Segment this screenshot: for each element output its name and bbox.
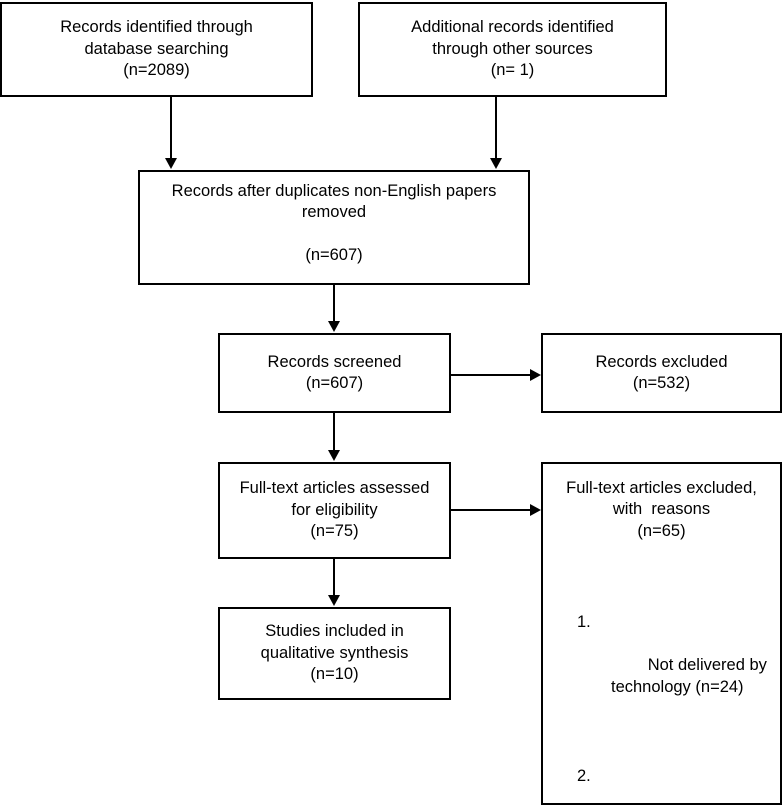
box-studies-included-qualitative-synthesis: Studies included in qualitative synthesi… — [218, 607, 451, 700]
connector-screened-to-fulltext — [333, 413, 335, 451]
box-line: through other sources — [432, 39, 593, 58]
box-line: Full-text articles assessed — [239, 479, 430, 498]
list-item-label: Not published (n=22) — [611, 811, 753, 812]
box-line: Records screened — [267, 352, 402, 371]
exclusion-reasons-list: 1. Not delivered by technology (n=24) 2.… — [543, 568, 780, 812]
box-line: Studies included in — [265, 622, 404, 641]
box-count: (n=65) — [637, 521, 686, 540]
box-count: (n=75) — [310, 522, 359, 541]
box-line: Additional records identified — [411, 18, 614, 37]
box-count: (n=10) — [310, 665, 359, 684]
box-line: with reasons — [612, 500, 711, 519]
arrowhead-other-sources-to-duplicates — [490, 158, 502, 169]
box-fulltext-articles-excluded-with-reasons: Full-text articles excluded, with reason… — [541, 462, 782, 812]
arrowhead-screened-to-fulltext — [328, 450, 340, 461]
box-spacer-line — [140, 224, 528, 245]
connector-duplicates-to-screened — [333, 285, 335, 322]
list-item: 2. Not published (n=22) — [577, 766, 770, 812]
box-line: Records after duplicates non-English pap… — [171, 182, 497, 200]
list-item-number: 2. — [577, 767, 591, 786]
list-item-number: 1. — [577, 612, 591, 631]
box-count: (n=607) — [305, 246, 363, 265]
box-records-excluded: Records excluded (n=532) — [541, 333, 782, 413]
arrowhead-fulltext-to-fulltext-excluded — [530, 504, 541, 516]
list-item: 1. Not delivered by technology (n=24) — [577, 612, 770, 721]
connector-other-sources-to-duplicates — [495, 97, 497, 159]
arrowhead-fulltext-to-studies — [328, 595, 340, 606]
box-count: (n=607) — [305, 374, 364, 392]
box-line: removed — [301, 203, 367, 222]
list-item-label: Not delivered by technology (n=24) — [611, 656, 772, 697]
connector-fulltext-to-studies — [333, 559, 335, 596]
box-line: for eligibility — [291, 500, 378, 519]
box-line: database searching — [84, 39, 229, 58]
box-records-screened: Records screened (n=607) — [218, 333, 451, 413]
box-fulltext-articles-assessed: Full-text articles assessed for eligibil… — [218, 462, 451, 559]
box-count: (n= 1) — [490, 61, 535, 80]
box-line: Records identified through — [60, 18, 253, 37]
box-records-identified-database-searching: Records identified through database sear… — [0, 2, 313, 97]
arrowhead-screened-to-excluded — [530, 369, 541, 381]
box-line: Records excluded — [595, 352, 728, 371]
box-records-after-duplicates-removed: Records after duplicates non-English pap… — [138, 170, 530, 285]
box-line: Full-text articles excluded, — [566, 479, 757, 497]
connector-screened-to-excluded — [451, 374, 531, 376]
box-additional-records-other-sources: Additional records identified through ot… — [358, 2, 667, 97]
connector-db-search-to-duplicates — [170, 97, 172, 159]
box-count: (n=532) — [632, 374, 691, 392]
box-line: qualitative synthesis — [260, 643, 409, 662]
connector-fulltext-to-fulltext-excluded — [451, 509, 531, 511]
arrowhead-duplicates-to-screened — [328, 321, 340, 332]
box-count: (n=2089) — [123, 61, 190, 80]
arrowhead-db-search-to-duplicates — [165, 158, 177, 169]
